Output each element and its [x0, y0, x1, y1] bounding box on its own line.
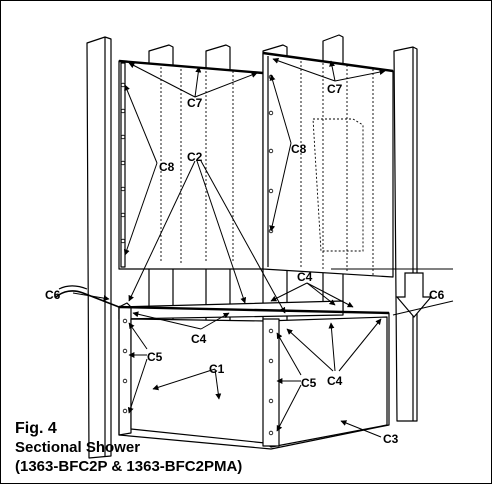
callout-c5-right: C5	[301, 376, 317, 390]
callout-c6-left: C6	[45, 288, 61, 302]
callout-c8-right: C8	[291, 142, 307, 156]
left-upper-panel	[118, 60, 264, 270]
callout-c4-upper: C4	[297, 270, 313, 284]
down-arrow-icon	[395, 272, 433, 318]
figure-title: Sectional Shower	[15, 439, 141, 456]
callout-c7-right: C7	[327, 82, 343, 96]
right-front-post	[393, 46, 418, 422]
shower-base	[118, 305, 390, 450]
callout-c1: C1	[209, 362, 225, 376]
figure-number: Fig. 4	[15, 420, 57, 437]
figure-caption: Fig. 4 Sectional Shower (1363-BFC2P & 13…	[15, 419, 242, 476]
callout-c8-left: C8	[159, 160, 175, 174]
figure-models: (1363-BFC2P & 1363-BFC2PMA)	[15, 458, 243, 475]
grab-bar	[55, 285, 120, 308]
callout-c6-right: C6	[429, 288, 445, 302]
callout-c4-left: C4	[191, 332, 207, 346]
callout-c7-left: C7	[187, 96, 203, 110]
callout-c3: C3	[383, 432, 399, 446]
callout-c2: C2	[187, 150, 203, 164]
callout-c5-left: C5	[147, 350, 163, 364]
right-lower-panel	[262, 318, 280, 447]
left-front-post	[86, 36, 112, 459]
callout-c4-right: C4	[327, 374, 343, 388]
